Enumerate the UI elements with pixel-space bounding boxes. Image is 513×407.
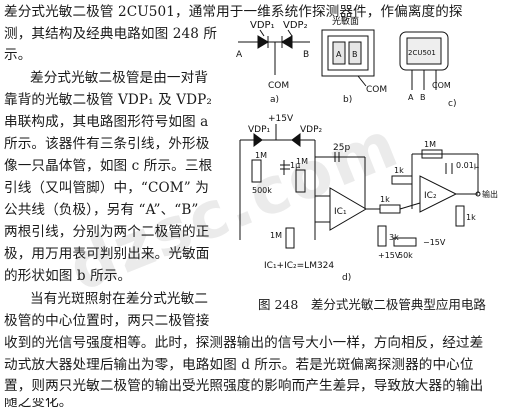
figure-c-package: 2CU501 A B COM c) (399, 31, 456, 109)
package-model: 2CU501 (408, 49, 436, 57)
text-line: 收到的光信号强度相等。此时，探测器输出的信号大小一样，方向相反，经过差 (4, 335, 484, 351)
com-label: COM (268, 81, 289, 91)
package-b-label: B (420, 93, 426, 102)
text-line: 靠背的光敏二极管 VDP₁ 及 VDP₂ (4, 92, 212, 108)
plus15-label: +15V (378, 251, 401, 260)
package-a-label: A (408, 93, 414, 102)
text-line: 示。 (4, 47, 32, 63)
c1u-label: 1μ (290, 161, 300, 170)
text-line: 极管的中心位置时，两只二极管接 (4, 313, 210, 329)
vplus-label: +15V (268, 114, 294, 124)
surface-title: 光敏面 (332, 15, 359, 27)
text-line: 两根引线，分别为两个二极管的正 (4, 224, 210, 240)
r1-label: 1M (255, 151, 267, 160)
r1m-fb-label: 1M (424, 140, 436, 149)
panel-d-label: d) (342, 273, 351, 283)
r1k-a-label: 1k (380, 195, 390, 204)
c25p-label: 25p (333, 143, 350, 153)
ic-note: IC₁+IC₂=LM324 (264, 261, 334, 271)
figure-d-circuit: +15V VDP₁ VDP₂ 1M 500k 1μ 1M 25p IC₁ 1k (239, 114, 498, 283)
surface-a-label: A (336, 50, 342, 59)
package-com-label: COM (432, 81, 451, 90)
minus15-label: −15V (423, 238, 446, 247)
text-line: 差分式光敏二极管 2CU501，通常用于一维系统作探测器件，作偏离度的探 (4, 4, 463, 20)
text-line: 所示。该器件有三条引线，外形极 (4, 136, 210, 152)
text-line: 像一只晶体管，如图 c 所示。三根 (4, 158, 213, 174)
figure-a-symbol: VDP₁ VDP₂ A B COM a) (236, 20, 310, 105)
pin-a-label: A (236, 50, 243, 60)
r1m-bot-label: 1M (270, 231, 282, 240)
panel-c-label: c) (448, 99, 456, 109)
text-line: 差分式光敏二极管是由一对背 (30, 70, 209, 86)
ic1-label: IC₁ (334, 207, 347, 217)
c001-label: 0.01μ (456, 161, 479, 170)
vdp1-label: VDP₁ (250, 20, 275, 31)
r500k-label: 500k (252, 186, 272, 195)
pin-b-label: B (303, 50, 309, 60)
text-line: 置，则两只光敏二极管的输出受光照强度的影响而产生差异，导致放大器的输出 (4, 378, 484, 394)
r1k-c-label: 1k (466, 213, 476, 222)
surface-com-label: COM (366, 85, 387, 95)
d-vdp1-label: VDP₁ (248, 125, 271, 135)
figure-caption: 图 248 差分式光敏二极管典型应用电路 (258, 297, 486, 312)
r1k-b-label: 1k (394, 166, 404, 175)
text-line: 引线（又叫管脚）中，“COM” 为 (4, 180, 209, 196)
d-vdp2-label: VDP₂ (300, 125, 323, 135)
text-line: 当有光斑照射在差分式光敏二 (30, 291, 209, 307)
text-line: 动式放大器处理后输出为零，电路如图 d 所示。若是光斑偏离探测器的中心位 (4, 357, 474, 373)
text-line: 串联构成，其电路图形符号如图 a (4, 114, 209, 130)
output-label: 输出 (482, 189, 498, 199)
text-line: 随之变化。 (4, 398, 73, 407)
figure-b-surface: 光敏面 A B COM b) (321, 15, 387, 105)
ic2-label: IC₂ (424, 191, 437, 201)
vdp2-label: VDP₂ (283, 20, 308, 31)
text-line: 测，其结构及经典电路如图 248 所 (4, 26, 218, 42)
r50k-label: 50k (398, 251, 413, 260)
panel-a-label: a) (270, 95, 279, 105)
surface-b-label: B (352, 50, 358, 59)
text-line: 公共线（负极），另有 “A”、“B” (4, 202, 199, 218)
panel-b-label: b) (343, 95, 352, 105)
text-line: 极，用万用表可判别出来。光敏面 (4, 246, 210, 262)
text-line: 的形状如图 b 所示。 (4, 268, 132, 284)
r2-label: 1M (296, 157, 308, 166)
